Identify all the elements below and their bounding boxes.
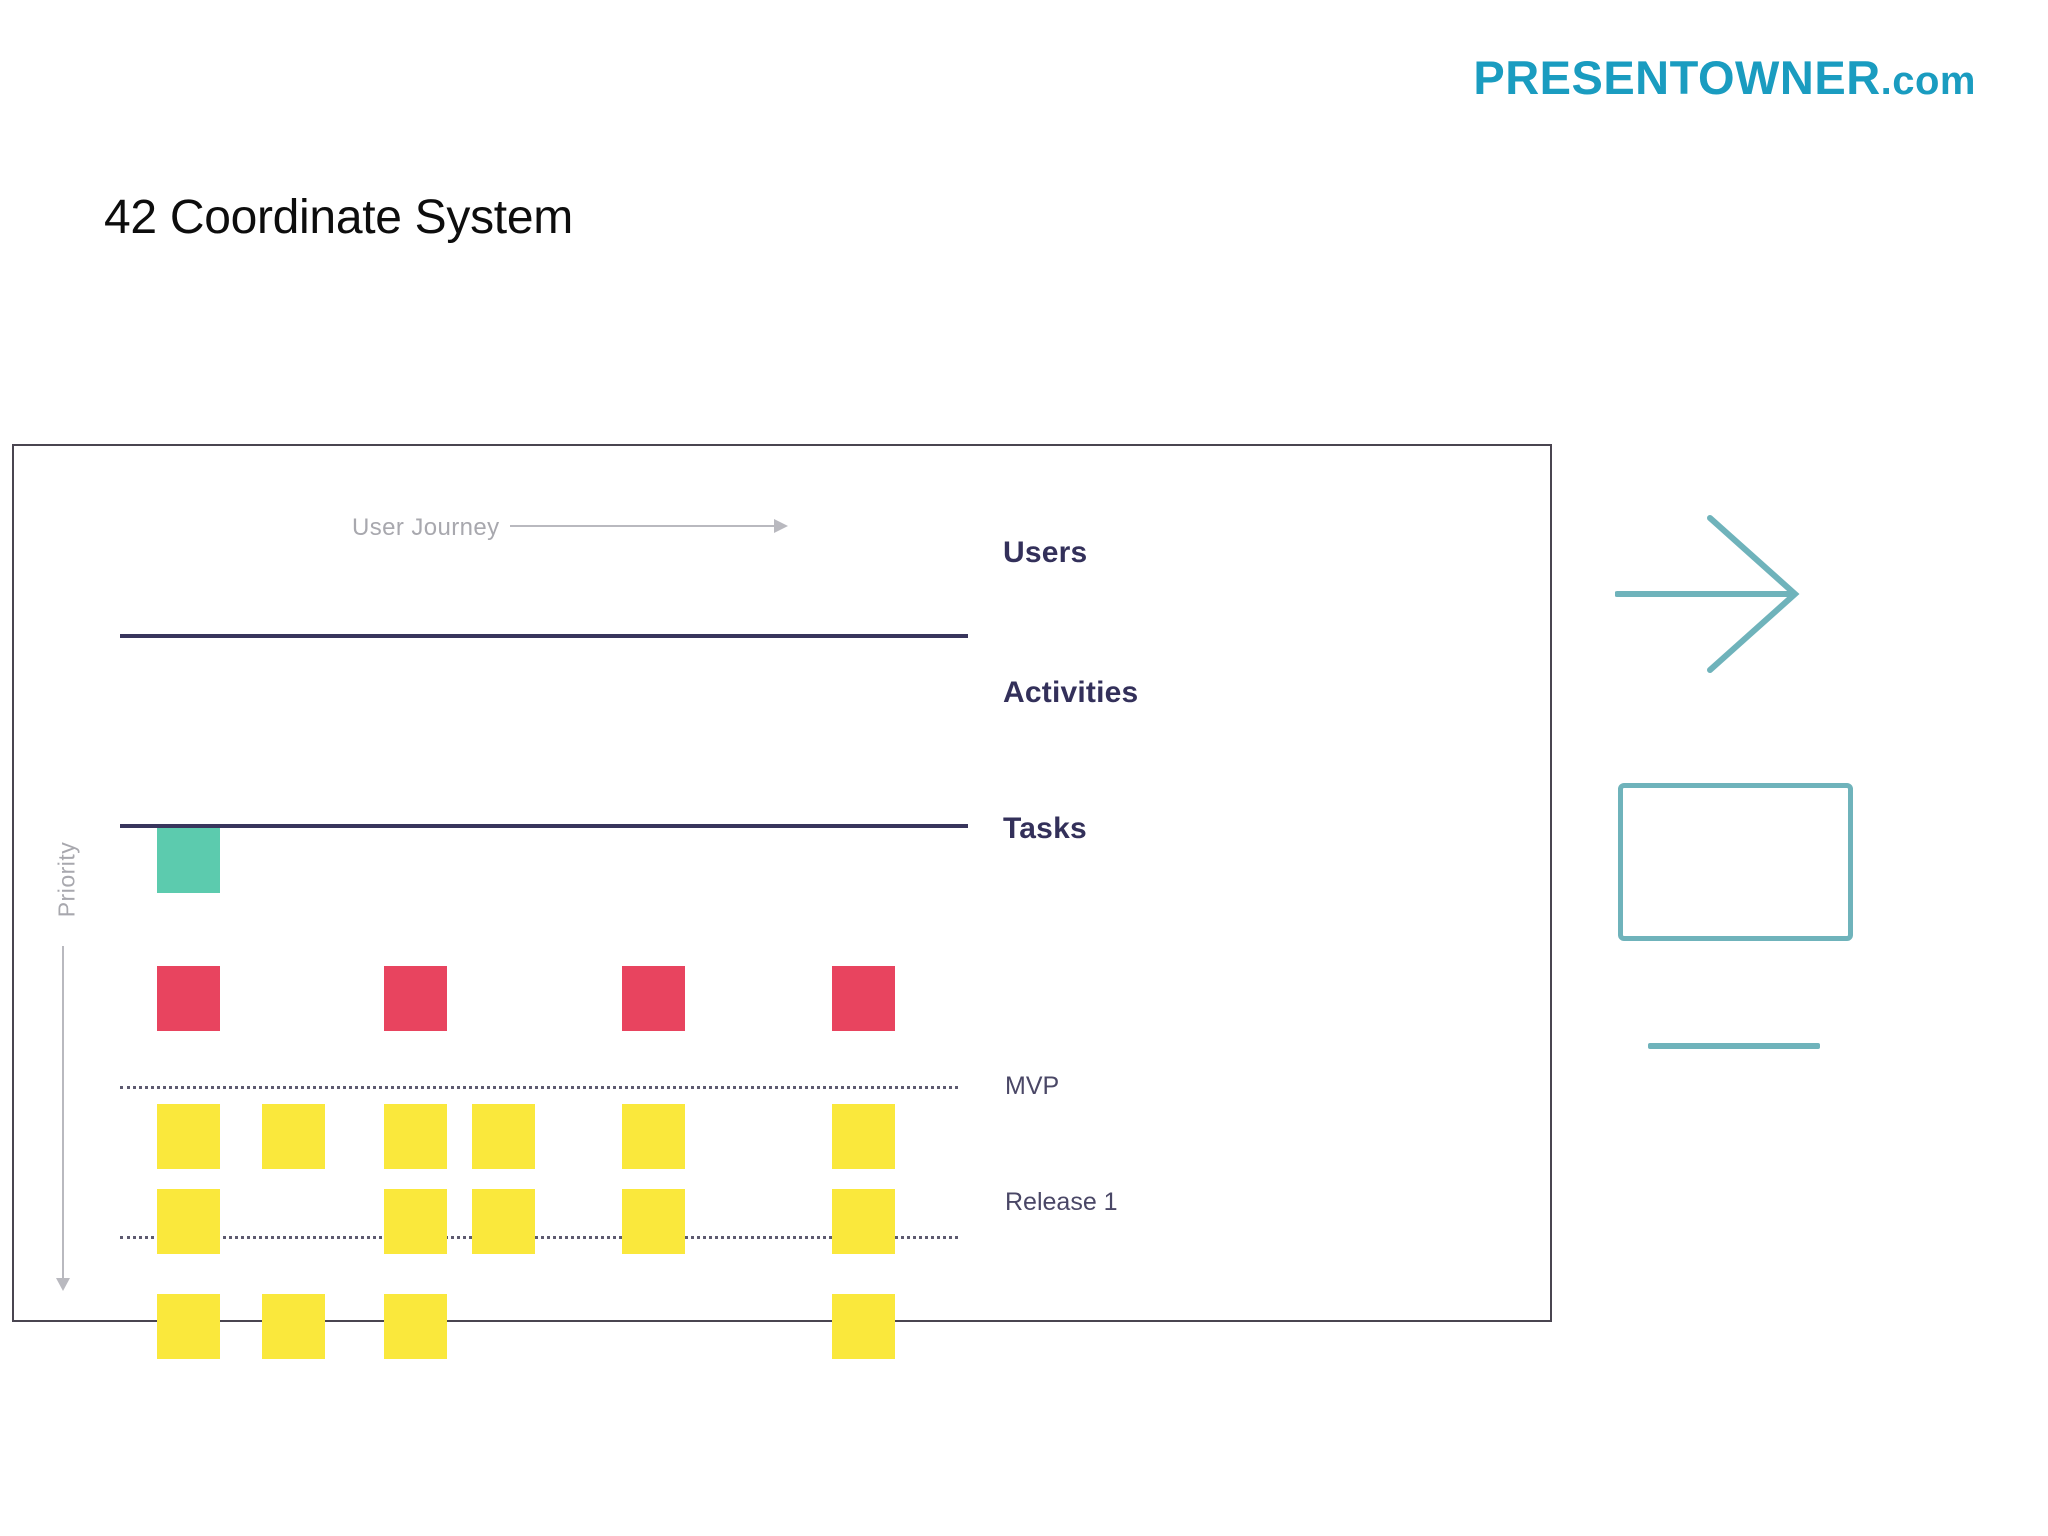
- brand-tld: .com: [1880, 59, 1976, 103]
- horizontal-line-shape: [1648, 1043, 1820, 1049]
- activity-card[interactable]: [622, 966, 685, 1031]
- row-label-users: Users: [1003, 536, 1088, 569]
- task-card[interactable]: [384, 1104, 447, 1169]
- task-card[interactable]: [262, 1104, 325, 1169]
- task-card[interactable]: [384, 1294, 447, 1359]
- row-label-tasks: Tasks: [1003, 812, 1087, 845]
- row-label-activities: Activities: [1003, 676, 1139, 709]
- priority-axis-label: Priority: [53, 841, 80, 918]
- diagram-frame: Priority: [12, 444, 1552, 1322]
- user-card[interactable]: [157, 828, 220, 893]
- task-card[interactable]: [832, 1189, 895, 1254]
- task-card[interactable]: [472, 1104, 535, 1169]
- priority-axis: Priority: [44, 816, 84, 1291]
- divider-mvp: [120, 1086, 958, 1089]
- user-journey-axis-line: [510, 525, 778, 527]
- divider-release-1: [120, 1236, 958, 1239]
- activity-card[interactable]: [157, 966, 220, 1031]
- priority-axis-arrowhead-icon: [56, 1278, 70, 1291]
- user-journey-axis-label: User Journey: [352, 514, 500, 541]
- row-label-mvp: MVP: [1005, 1072, 1060, 1100]
- empty-rectangle-shape: [1618, 783, 1853, 941]
- task-card[interactable]: [157, 1294, 220, 1359]
- task-card[interactable]: [832, 1104, 895, 1169]
- page-title: 42 Coordinate System: [104, 191, 573, 245]
- task-card[interactable]: [157, 1104, 220, 1169]
- task-card[interactable]: [622, 1104, 685, 1169]
- priority-axis-line: [62, 946, 64, 1286]
- task-card[interactable]: [157, 1189, 220, 1254]
- divider-users-activities: [120, 634, 968, 638]
- activity-card[interactable]: [832, 966, 895, 1031]
- task-card[interactable]: [472, 1189, 535, 1254]
- task-card[interactable]: [262, 1294, 325, 1359]
- task-card[interactable]: [832, 1294, 895, 1359]
- task-card[interactable]: [384, 1189, 447, 1254]
- brand-logo: PRESENTOWNER.com: [1473, 50, 1976, 105]
- user-journey-arrowhead-icon: [774, 519, 788, 533]
- divider-activities-tasks: [120, 824, 968, 828]
- activity-card[interactable]: [384, 966, 447, 1031]
- brand-name: PRESENTOWNER: [1473, 51, 1881, 104]
- task-card[interactable]: [622, 1189, 685, 1254]
- right-arrow-icon: [1615, 515, 1800, 673]
- row-label-release-1: Release 1: [1005, 1188, 1118, 1216]
- story-map-board: Priority: [14, 446, 1550, 1320]
